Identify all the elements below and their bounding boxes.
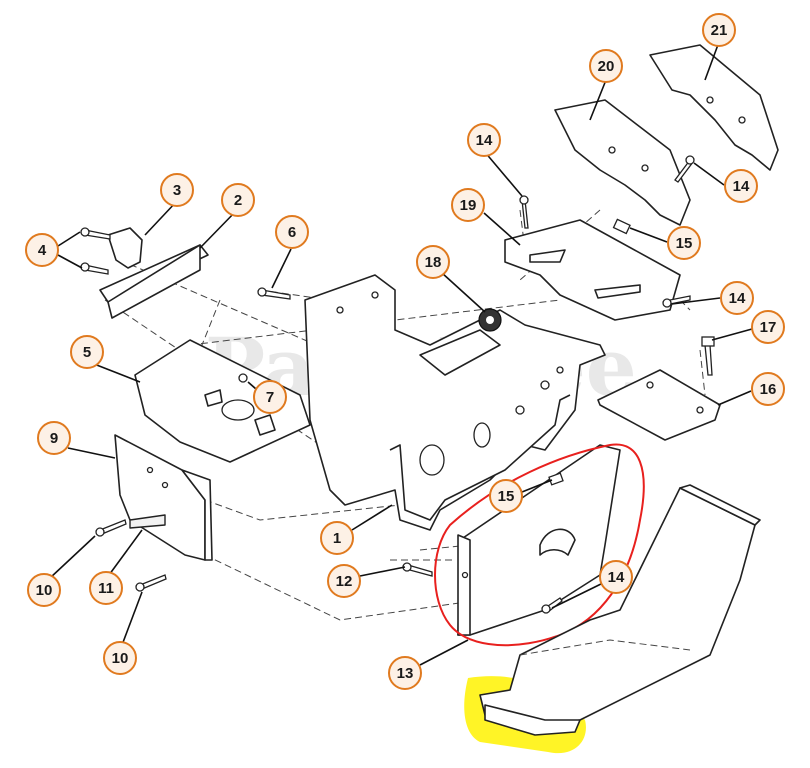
svg-text:10: 10: [112, 650, 129, 667]
part-11-spring: [129, 514, 166, 529]
svg-text:14: 14: [733, 178, 750, 195]
callout-15-right: 15: [667, 226, 701, 260]
callout-7: 7: [253, 380, 287, 414]
fasteners: [80, 155, 715, 614]
svg-text:14: 14: [476, 132, 493, 149]
callout-2: 2: [221, 183, 255, 217]
callout-19: 19: [451, 188, 485, 222]
callout-10-upper: 10: [27, 573, 61, 607]
callout-14-top: 14: [467, 123, 501, 157]
callout-16: 16: [751, 372, 785, 406]
svg-text:6: 6: [288, 224, 296, 241]
callout-18: 18: [416, 245, 450, 279]
svg-text:17: 17: [760, 319, 777, 336]
callout-1: 1: [320, 521, 354, 555]
svg-text:4: 4: [38, 242, 47, 259]
svg-text:12: 12: [336, 573, 353, 590]
callout-17: 17: [751, 310, 785, 344]
part-20-plate: [554, 99, 691, 226]
svg-text:10: 10: [36, 582, 53, 599]
svg-text:21: 21: [711, 22, 728, 39]
svg-text:1: 1: [333, 530, 341, 547]
svg-text:16: 16: [760, 381, 777, 398]
svg-text:19: 19: [460, 197, 477, 214]
part-16-plate: [597, 369, 721, 441]
svg-text:14: 14: [608, 569, 625, 586]
part-21-plate: [649, 44, 779, 171]
svg-text:13: 13: [397, 665, 414, 682]
svg-text:3: 3: [173, 182, 181, 199]
svg-text:5: 5: [83, 344, 91, 361]
callout-13: 13: [388, 656, 422, 690]
part-3-clip: [107, 227, 143, 269]
part-19-top-plate: [504, 219, 681, 321]
svg-text:11: 11: [98, 580, 114, 597]
callout-10-lower: 10: [103, 641, 137, 675]
part-9-side-plate: [114, 434, 206, 561]
callout-5: 5: [70, 335, 104, 369]
svg-text:2: 2: [234, 192, 242, 209]
svg-text:9: 9: [50, 430, 58, 447]
part-1-main-frame: [304, 274, 606, 531]
callout-6: 6: [275, 215, 309, 249]
part-18-gear: [478, 308, 502, 332]
callout-20: 20: [589, 49, 623, 83]
callout-3: 3: [160, 173, 194, 207]
callout-14-lower: 14: [599, 560, 633, 594]
callout-11: 11: [89, 571, 123, 605]
leader-lines: [49, 41, 753, 666]
svg-text:14: 14: [729, 290, 746, 307]
callout-12: 12: [327, 564, 361, 598]
svg-text:15: 15: [676, 235, 693, 252]
callout-14-right-middle: 14: [720, 281, 754, 315]
svg-text:20: 20: [598, 58, 615, 75]
callout-21: 21: [702, 13, 736, 47]
callout-9: 9: [37, 421, 71, 455]
svg-text:7: 7: [266, 389, 274, 406]
svg-text:18: 18: [425, 254, 442, 271]
callout-4: 4: [25, 233, 59, 267]
callout-15-center: 15: [489, 479, 523, 513]
callout-14-right-upper: 14: [724, 169, 758, 203]
svg-text:15: 15: [498, 488, 515, 505]
